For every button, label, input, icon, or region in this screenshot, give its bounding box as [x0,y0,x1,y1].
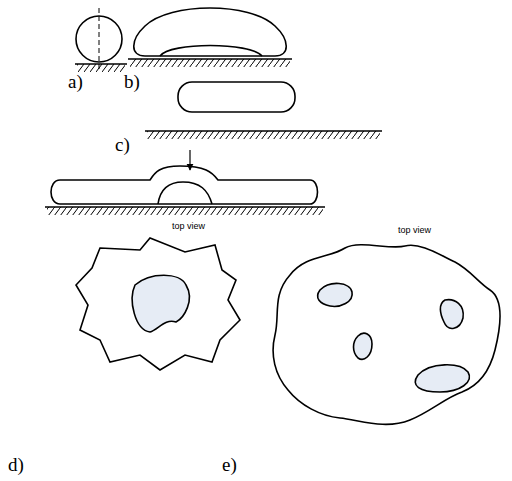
side-view-d [45,150,325,215]
droplet-a [75,8,127,72]
panel-label: d) [8,455,24,474]
panel-label: a) [68,72,83,91]
top-view-d [76,238,240,370]
panel-label: b) [124,72,140,91]
slab-c [145,82,382,139]
top-view-e [273,245,500,425]
drop-b [128,8,292,67]
view-label: top view [398,226,431,235]
panel-label: e) [222,455,237,474]
panel-label: c) [115,135,130,154]
view-label: top view [172,222,205,231]
